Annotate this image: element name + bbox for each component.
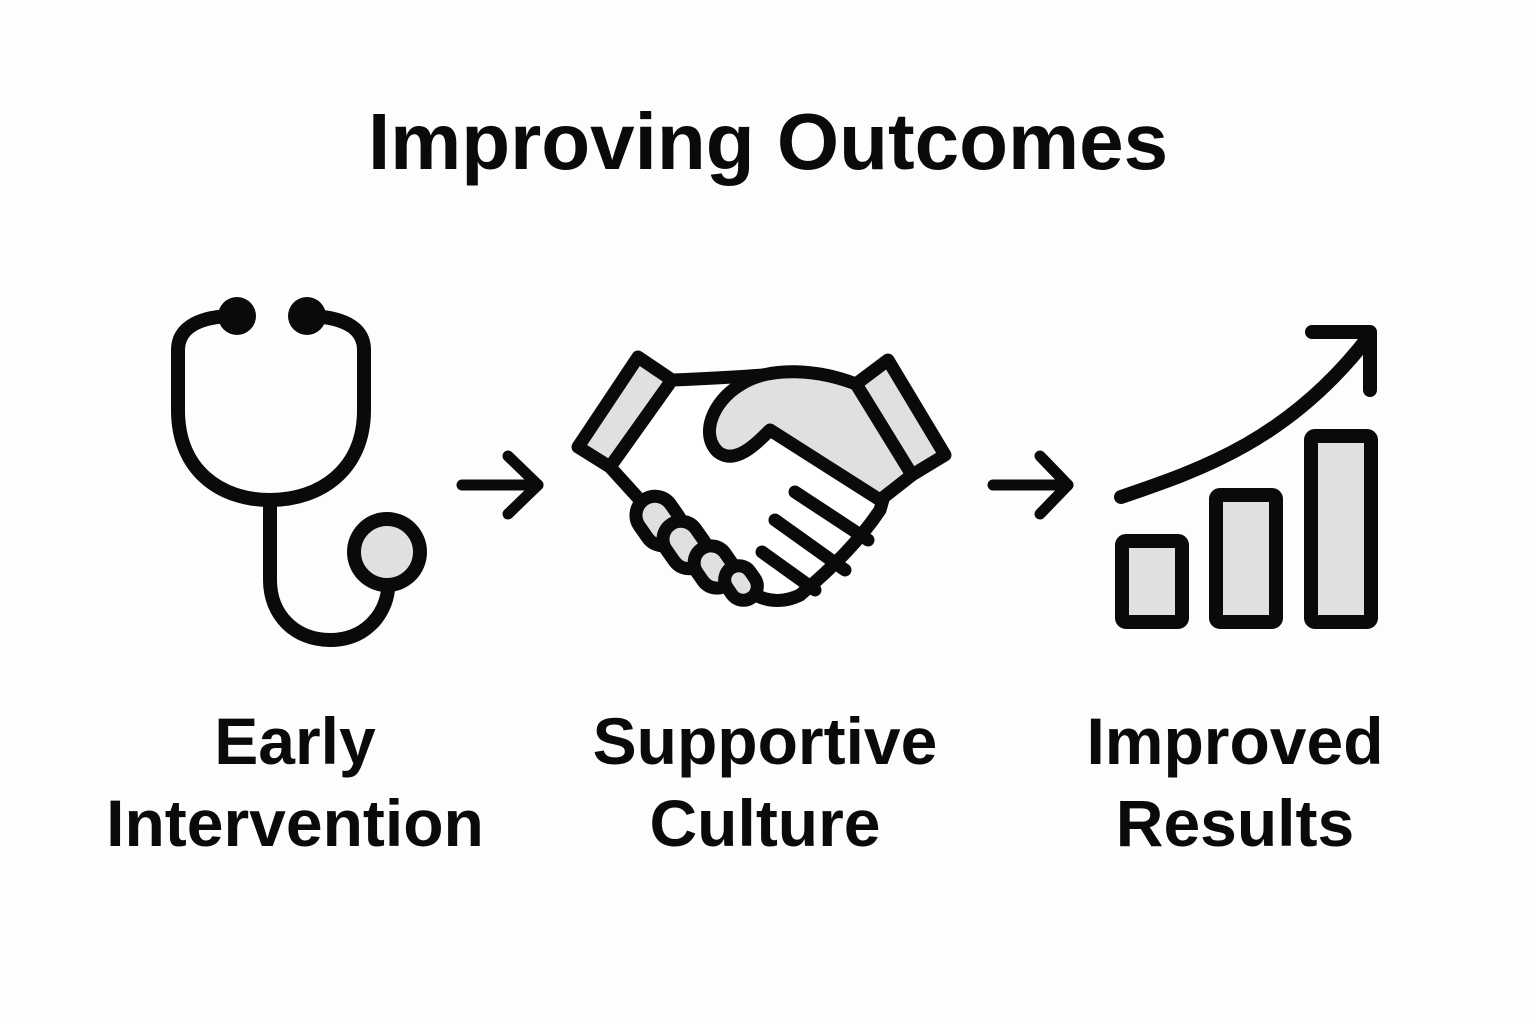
arrow-right-icon <box>987 450 1074 520</box>
label-line: Culture <box>649 786 881 860</box>
label-line: Supportive <box>592 704 938 778</box>
step-label-supportive-culture: Supportive Culture <box>530 700 1000 864</box>
growth-chart-icon <box>1114 325 1378 629</box>
arrow-right-icon <box>456 450 544 520</box>
label-line: Results <box>1115 786 1355 860</box>
step-label-improved-results: Improved Results <box>1000 700 1470 864</box>
label-line: Early <box>214 704 376 778</box>
stethoscope-icon <box>171 297 427 647</box>
label-line: Intervention <box>106 786 484 860</box>
handshake-icon <box>571 350 952 607</box>
diagram-title: Improving Outcomes <box>367 97 1169 186</box>
label-line: Improved <box>1086 704 1384 778</box>
step-label-early-intervention: Early Intervention <box>60 700 530 864</box>
